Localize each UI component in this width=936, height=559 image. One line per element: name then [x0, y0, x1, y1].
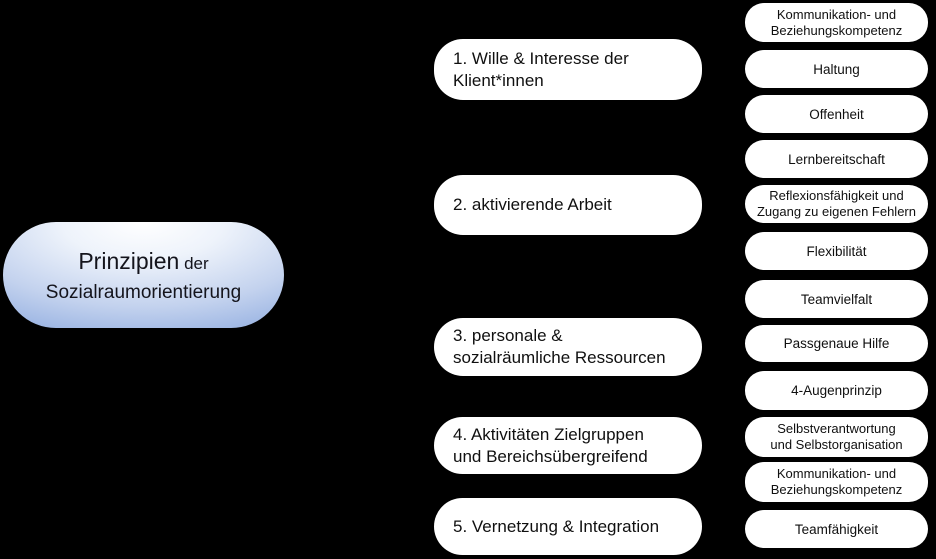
- root-title-line1: Prinzipien der: [78, 246, 208, 280]
- competency-box-teamvielfalt: Teamvielfalt: [745, 280, 928, 318]
- competency-box-flexibilitaet: Flexibilität: [745, 232, 928, 270]
- competency-box-selbstverantwortung: Selbstverantwortung und Selbstorganisati…: [745, 417, 928, 457]
- competency-box-teamfaehigkeit: Teamfähigkeit: [745, 510, 928, 548]
- principle-label: 3. personale & sozialräumliche Ressource…: [453, 326, 666, 367]
- competency-label: Reflexionsfähigkeit und Zugang zu eigene…: [756, 188, 916, 219]
- root-title-main: Prinzipien: [78, 247, 180, 274]
- competency-box-passgenaue-hilfe: Passgenaue Hilfe: [745, 325, 928, 362]
- principle-label: 4. Aktivitäten Zielgruppen und Bereichsü…: [453, 424, 648, 466]
- competency-box-reflexionsfaehigkeit: Reflexionsfähigkeit und Zugang zu eigene…: [745, 185, 928, 223]
- competency-box-kommunikation-2: Kommunikation- und Beziehungskompetenz: [745, 462, 928, 502]
- competency-label: Haltung: [813, 61, 860, 77]
- competency-label: Teamvielfalt: [800, 291, 873, 307]
- competency-label: Teamfähigkeit: [794, 521, 879, 537]
- root-node-prinzipien: Prinzipien der Sozialraumorientierung: [3, 222, 284, 328]
- root-title-connector: der: [179, 253, 209, 273]
- principle-box-4: 4. Aktivitäten Zielgruppen und Bereichsü…: [434, 417, 702, 474]
- principle-box-5: 5. Vernetzung & Integration: [434, 498, 702, 555]
- principle-box-2: 2. aktivierende Arbeit: [434, 175, 702, 235]
- competency-label: Selbstverantwortung und Selbstorganisati…: [770, 421, 903, 452]
- competency-label: 4-Augenprinzip: [791, 383, 882, 398]
- competency-label: Flexibilität: [806, 243, 867, 259]
- competency-box-4-augenprinzip: 4-Augenprinzip: [745, 371, 928, 410]
- root-title-line2: Sozialraumorientierung: [45, 281, 242, 303]
- principle-box-1: 1. Wille & Interesse der Klient*innen: [434, 39, 702, 100]
- competency-box-offenheit: Offenheit: [745, 95, 928, 133]
- competency-label: Offenheit: [809, 106, 864, 122]
- competency-box-haltung: Haltung: [745, 50, 928, 88]
- competency-box-lernbereitschaft: Lernbereitschaft: [745, 140, 928, 178]
- competency-label: Passgenaue Hilfe: [783, 336, 890, 351]
- principle-label: 5. Vernetzung & Integration: [453, 516, 660, 536]
- competency-box-kommunikation-1: Kommunikation- und Beziehungskompetenz: [745, 3, 928, 42]
- principle-label: 1. Wille & Interesse der Klient*innen: [453, 48, 629, 90]
- principle-box-3: 3. personale & sozialräumliche Ressource…: [434, 318, 702, 376]
- competency-label: Kommunikation- und Beziehungskompetenz: [770, 466, 903, 497]
- competency-label: Kommunikation- und Beziehungskompetenz: [770, 6, 903, 38]
- principle-label: 2. aktivierende Arbeit: [453, 195, 612, 214]
- competency-label: Lernbereitschaft: [788, 151, 885, 167]
